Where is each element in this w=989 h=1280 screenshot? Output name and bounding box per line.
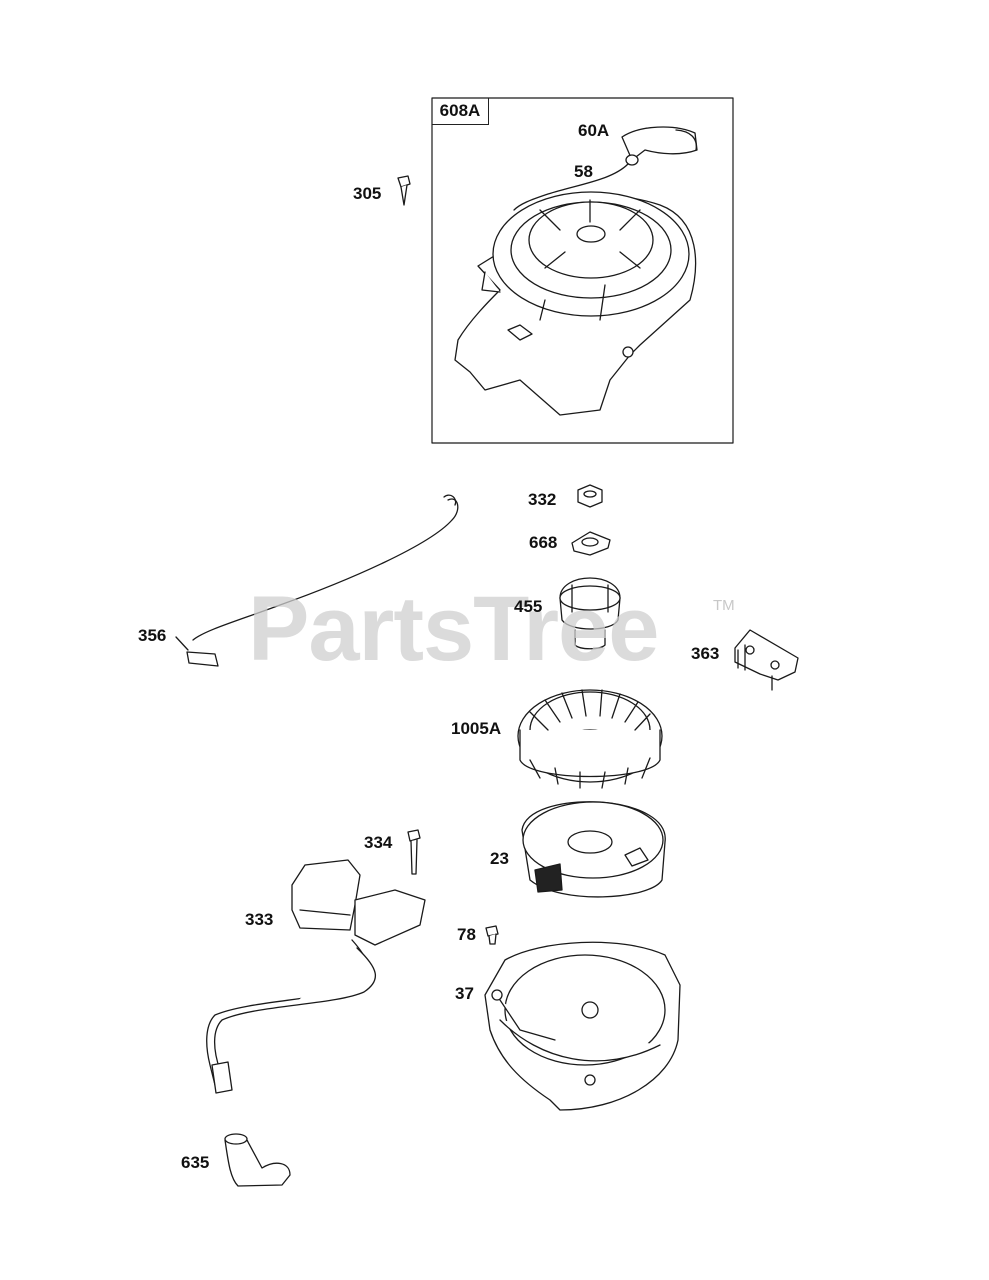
part-78-screw [485,925,499,945]
part-668-washer [571,531,611,556]
callout-60A: 60A [578,121,610,140]
callout-334: 334 [364,833,393,852]
callout-668: 668 [529,533,558,552]
callout-635: 635 [181,1153,210,1172]
callout-305: 305 [353,184,382,203]
callout-23: 23 [490,849,509,868]
trademark-mark: TM [713,597,735,614]
callout-363: 363 [691,644,720,663]
callout-78: 78 [457,925,476,944]
part-334-screw [407,829,421,875]
callout-37: 37 [455,984,474,1003]
callout-1005A: 1005A [451,719,502,738]
part-363-bracket [734,629,799,691]
part-23-flywheel [521,801,666,898]
part-356-ground-wire [175,494,459,667]
callout-333: 333 [245,910,274,929]
part-1005A-fan [517,689,663,789]
partstree-watermark: PartsTree [248,578,659,680]
callout-356: 356 [138,626,167,645]
part-58-starter-rope [513,163,629,211]
part-333-ignition-armature [206,859,426,1094]
part-305-screw [397,175,411,206]
callout-455: 455 [514,597,543,616]
kit-608A-frame [431,97,734,444]
part-608A-rewind-starter [454,191,697,416]
part-37-blower-housing [484,941,681,1111]
part-332-nut [577,484,603,508]
part-635-spark-plug-boot [224,1133,291,1187]
kit-label-608A: 608A [432,98,489,125]
part-455-starter-cup [559,577,621,650]
part-60A-starter-handle [621,126,698,166]
callout-332: 332 [528,490,557,509]
callout-58: 58 [574,162,593,181]
